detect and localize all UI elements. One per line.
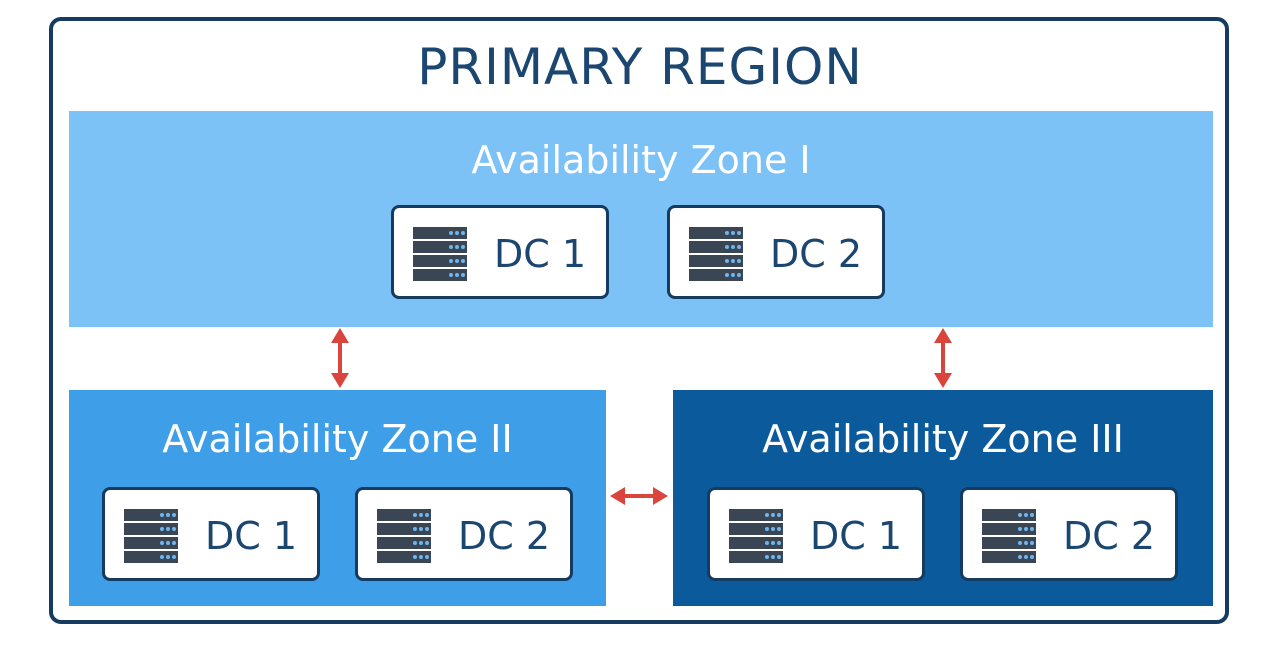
- zone-3-label: Availability Zone III: [762, 417, 1124, 461]
- server-rack-icon: [982, 509, 1036, 563]
- zone-1-dc-2: DC 2: [667, 205, 885, 299]
- server-rack-icon: [124, 509, 178, 563]
- server-rack-icon: [377, 509, 431, 563]
- dc-label: DC 1: [494, 232, 587, 276]
- server-rack-icon: [413, 227, 467, 281]
- dc-label: DC 2: [770, 232, 863, 276]
- dc-label: DC 2: [1063, 514, 1156, 558]
- availability-zone-1: [69, 111, 1213, 327]
- zone-3-dc-1: DC 1: [707, 487, 925, 581]
- server-rack-icon: [689, 227, 743, 281]
- dc-label: DC 1: [205, 514, 298, 558]
- zone-2-label: Availability Zone II: [162, 417, 513, 461]
- dc-label: DC 1: [810, 514, 903, 558]
- zone-3-dc-2: DC 2: [960, 487, 1178, 581]
- dc-label: DC 2: [458, 514, 551, 558]
- zone-1-label: Availability Zone I: [471, 138, 811, 182]
- zone-1-dc-1: DC 1: [391, 205, 609, 299]
- zone-2-dc-2: DC 2: [355, 487, 573, 581]
- region-title: PRIMARY REGION: [417, 38, 863, 96]
- server-rack-icon: [729, 509, 783, 563]
- zone-2-dc-1: DC 1: [102, 487, 320, 581]
